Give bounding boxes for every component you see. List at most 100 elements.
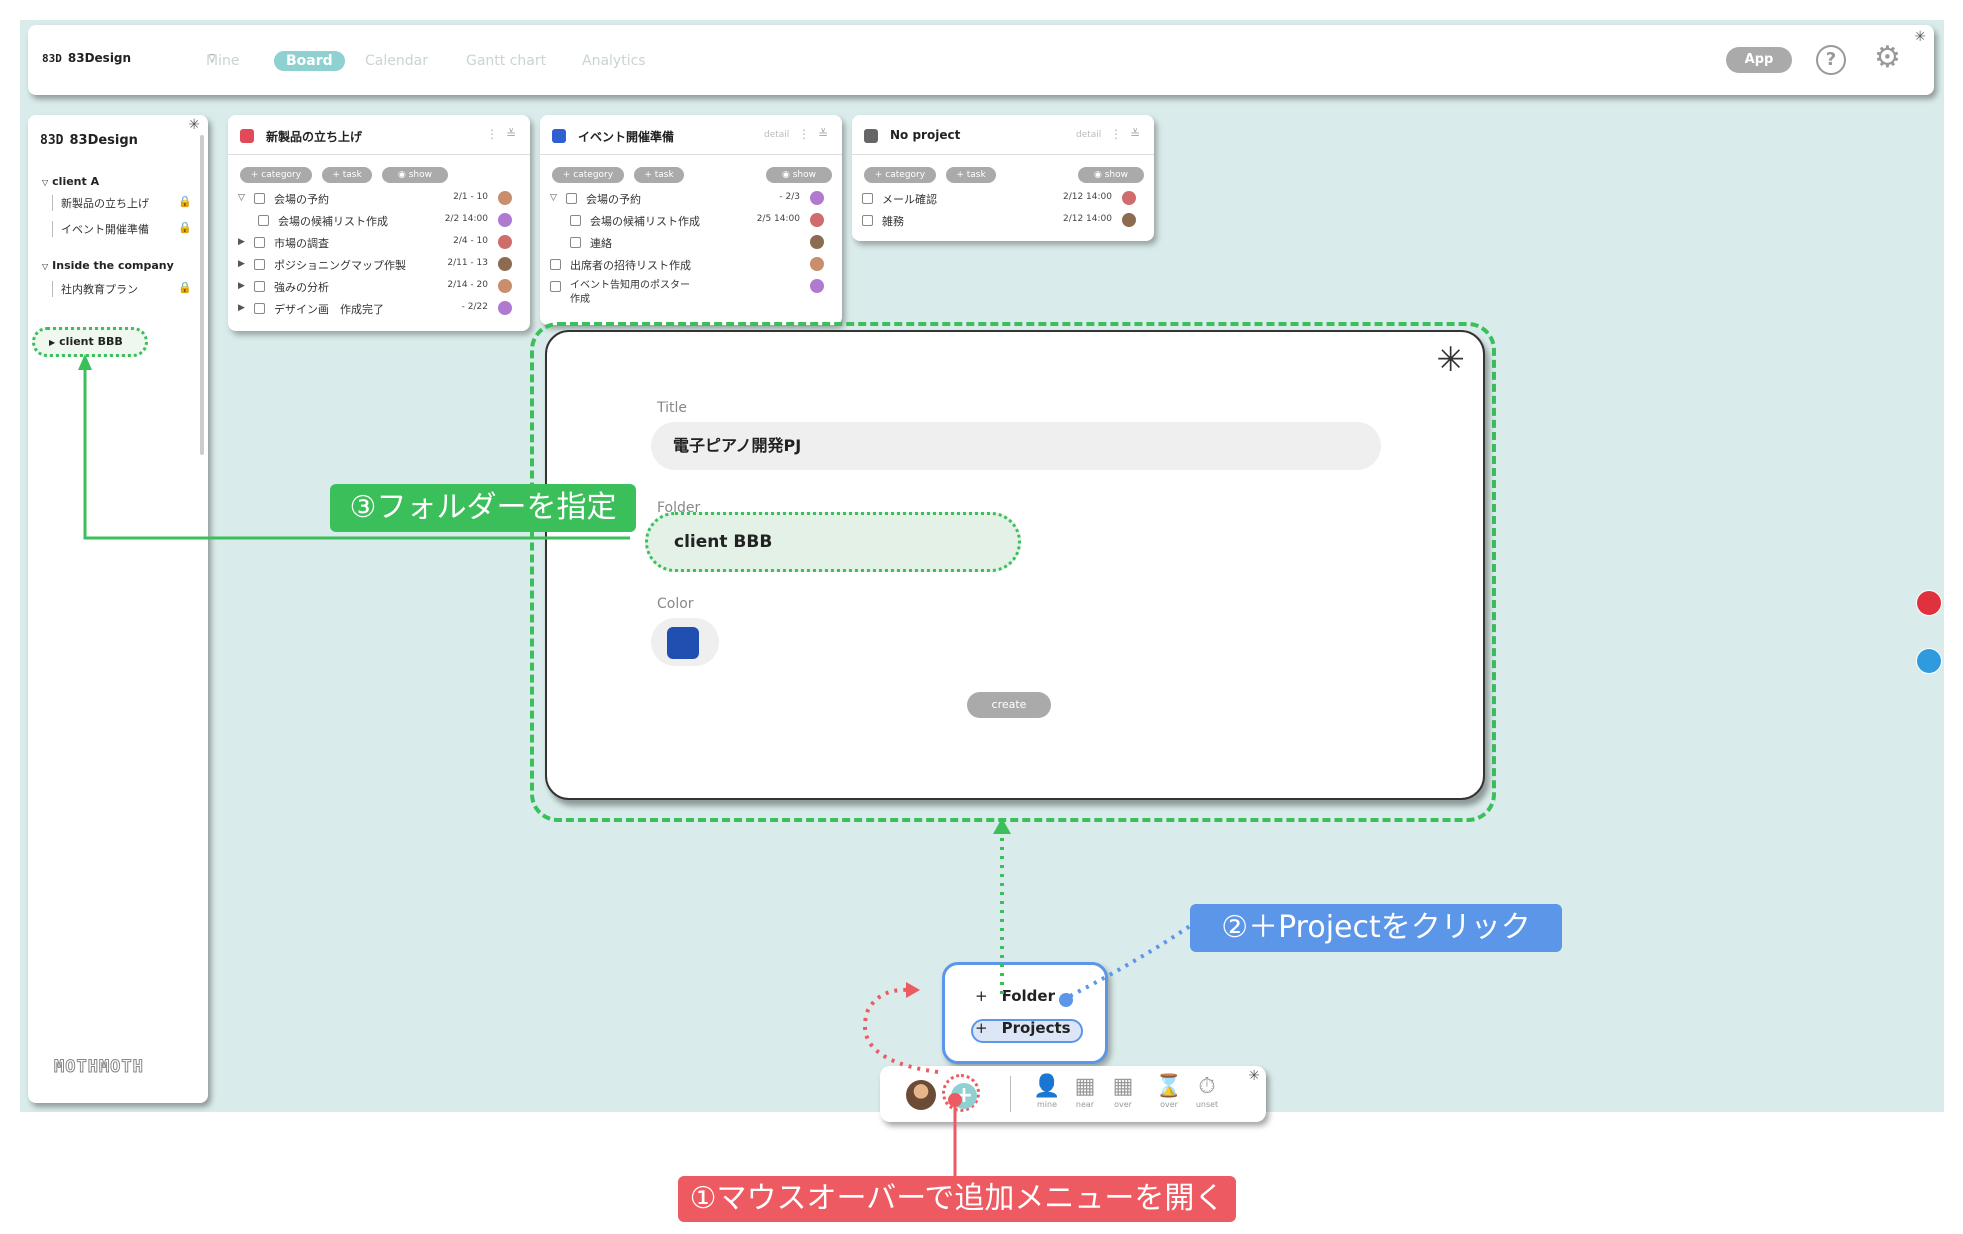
- add-category-button[interactable]: + category: [240, 167, 312, 183]
- callout-step1: ①マウスオーバーで追加メニューを開く: [678, 1176, 1236, 1222]
- sidebar-project-item[interactable]: イベント開催準備🔒: [52, 221, 192, 237]
- assignee-avatar[interactable]: [1122, 191, 1136, 205]
- chevron-down-icon[interactable]: ▽: [208, 53, 216, 64]
- task-checkbox[interactable]: [862, 193, 873, 204]
- app-button[interactable]: App: [1726, 47, 1792, 73]
- expand-closed-icon[interactable]: ▶: [238, 281, 245, 291]
- task-checkbox[interactable]: [258, 215, 269, 226]
- show-button[interactable]: ◉ show: [1078, 167, 1144, 183]
- collapse-icon[interactable]: ≚: [506, 127, 517, 141]
- assignee-avatar[interactable]: [810, 191, 824, 205]
- task-row[interactable]: ▽会場の予約- 2/3: [540, 191, 842, 211]
- assignee-avatar[interactable]: [810, 213, 824, 227]
- nav-board[interactable]: Board: [274, 51, 345, 71]
- nav-calendar[interactable]: Calendar: [365, 53, 428, 69]
- nav-gantt-chart[interactable]: Gantt chart: [466, 53, 547, 69]
- add-task-button[interactable]: + task: [946, 167, 996, 183]
- expand-open-icon[interactable]: ▽: [238, 193, 245, 203]
- status-dot-red[interactable]: [1916, 590, 1942, 616]
- assignee-avatar[interactable]: [498, 279, 512, 293]
- task-checkbox[interactable]: [550, 281, 561, 292]
- filter-overtime-button[interactable]: ⌛over: [1152, 1074, 1186, 1110]
- create-button[interactable]: create: [967, 692, 1051, 718]
- detail-link[interactable]: detail: [1076, 130, 1102, 140]
- card-header: イベント開催準備 detail ⋮ ≚: [540, 115, 842, 155]
- detail-link[interactable]: detail: [764, 130, 790, 140]
- task-row[interactable]: ▶デザイン画 作成完了- 2/22: [228, 301, 530, 321]
- show-button[interactable]: ◉ show: [766, 167, 832, 183]
- add-category-button[interactable]: + category: [864, 167, 936, 183]
- asterisk-close-icon[interactable]: ✳: [1436, 340, 1466, 380]
- title-input[interactable]: 電子ピアノ開発PJ: [651, 422, 1381, 470]
- task-checkbox[interactable]: [570, 237, 581, 248]
- add-task-button[interactable]: + task: [322, 167, 372, 183]
- task-row[interactable]: イベント告知用のポスター作成: [540, 279, 842, 305]
- asterisk-icon[interactable]: ✳: [1248, 1068, 1260, 1084]
- more-vertical-icon[interactable]: ⋮: [1110, 127, 1122, 141]
- sidebar-project-item[interactable]: 社内教育プラン🔒: [52, 281, 192, 297]
- assignee-avatar[interactable]: [498, 191, 512, 205]
- nav-analytics[interactable]: Analytics: [582, 53, 646, 69]
- sidebar-scrollbar[interactable]: [200, 135, 204, 455]
- asterisk-icon[interactable]: ✳: [188, 117, 200, 133]
- nav-mine[interactable]: Mine: [206, 53, 240, 69]
- gear-icon[interactable]: ⚙: [1874, 40, 1901, 75]
- task-checkbox[interactable]: [570, 215, 581, 226]
- collapse-icon[interactable]: ≚: [818, 127, 829, 141]
- task-checkbox[interactable]: [254, 237, 265, 248]
- task-checkbox[interactable]: [254, 303, 265, 314]
- asterisk-icon[interactable]: ✳: [1914, 29, 1926, 45]
- sidebar-folder-client-bbb[interactable]: ▶client BBB: [32, 327, 148, 357]
- filter-near-button[interactable]: ▦near: [1068, 1074, 1102, 1110]
- collapse-icon[interactable]: ≚: [1130, 127, 1141, 141]
- add-projects-item[interactable]: +Projects: [975, 1019, 1071, 1037]
- assignee-avatar[interactable]: [810, 235, 824, 249]
- help-icon[interactable]: ?: [1816, 45, 1846, 75]
- task-checkbox[interactable]: [862, 215, 873, 226]
- sidebar-project-item[interactable]: 新製品の立ち上げ🔒: [52, 195, 192, 211]
- task-checkbox[interactable]: [550, 259, 561, 270]
- expand-open-icon[interactable]: ▽: [550, 193, 557, 203]
- add-category-button[interactable]: + category: [552, 167, 624, 183]
- assignee-avatar[interactable]: [498, 257, 512, 271]
- more-vertical-icon[interactable]: ⋮: [486, 127, 498, 141]
- assignee-avatar[interactable]: [810, 257, 824, 271]
- assignee-avatar[interactable]: [498, 235, 512, 249]
- expand-closed-icon[interactable]: ▶: [238, 237, 245, 247]
- more-vertical-icon[interactable]: ⋮: [798, 127, 810, 141]
- status-dot-blue[interactable]: [1916, 648, 1942, 674]
- expand-closed-icon[interactable]: ▶: [238, 259, 245, 269]
- filter-mine-button[interactable]: 👤mine: [1030, 1074, 1064, 1110]
- task-checkbox[interactable]: [254, 281, 265, 292]
- expand-closed-icon[interactable]: ▶: [238, 303, 245, 313]
- task-checkbox[interactable]: [254, 259, 265, 270]
- add-folder-item[interactable]: +Folder: [975, 987, 1055, 1005]
- filter-unset-button[interactable]: ⏱unset: [1190, 1074, 1224, 1110]
- filter-over-button[interactable]: ▦over: [1106, 1074, 1140, 1110]
- assignee-avatar[interactable]: [498, 213, 512, 227]
- assignee-avatar[interactable]: [498, 301, 512, 315]
- assignee-avatar[interactable]: [810, 279, 824, 293]
- task-row[interactable]: 連絡: [540, 235, 842, 255]
- color-picker[interactable]: [651, 618, 719, 666]
- calendar-icon: ▦: [1074, 1074, 1096, 1099]
- sidebar-folder-inside-company[interactable]: ▽Inside the company: [42, 259, 174, 272]
- avatar[interactable]: [906, 1080, 936, 1110]
- folder-select[interactable]: client BBB: [645, 512, 1021, 572]
- task-checkbox[interactable]: [566, 193, 577, 204]
- assignee-avatar[interactable]: [1122, 213, 1136, 227]
- show-button[interactable]: ◉ show: [382, 167, 448, 183]
- task-row[interactable]: 出席者の招待リスト作成: [540, 257, 842, 277]
- task-checkbox[interactable]: [254, 193, 265, 204]
- add-task-button[interactable]: + task: [634, 167, 684, 183]
- sidebar-folder-client-a[interactable]: ▽client A: [42, 175, 100, 188]
